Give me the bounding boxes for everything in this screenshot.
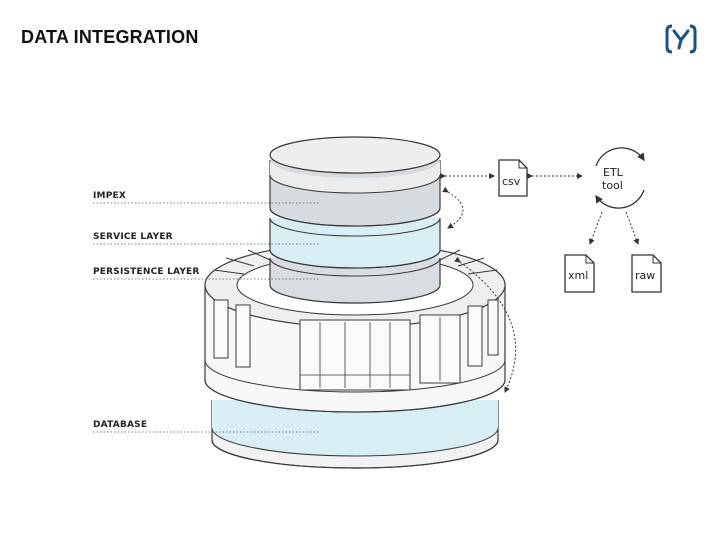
xml-file-label: xml (568, 269, 588, 282)
layer-labels: IMPEX SERVICE LAYER PERSISTENCE LAYER DA… (93, 191, 320, 433)
etl-label: ETL (603, 166, 624, 179)
label-persistence-layer: PERSISTENCE LAYER (93, 267, 200, 277)
bracket-y-logo-icon (665, 24, 697, 54)
raw-file-icon: raw (631, 254, 662, 293)
csv-file-icon: csv (498, 159, 528, 197)
etl-tool-cycle: ETL tool (595, 147, 645, 209)
database-cylinder (211, 400, 499, 469)
raw-file-label: raw (635, 269, 655, 282)
flow-arrows (440, 173, 640, 393)
label-impex: IMPEX (93, 191, 126, 201)
page-title: DATA INTEGRATION (21, 27, 199, 47)
label-service-layer: SERVICE LAYER (93, 232, 173, 242)
etl-tool-label: tool (602, 179, 623, 192)
label-database: DATABASE (93, 420, 147, 430)
central-stack (269, 136, 441, 304)
xml-file-icon: xml (564, 254, 595, 293)
csv-file-label: csv (502, 175, 521, 188)
